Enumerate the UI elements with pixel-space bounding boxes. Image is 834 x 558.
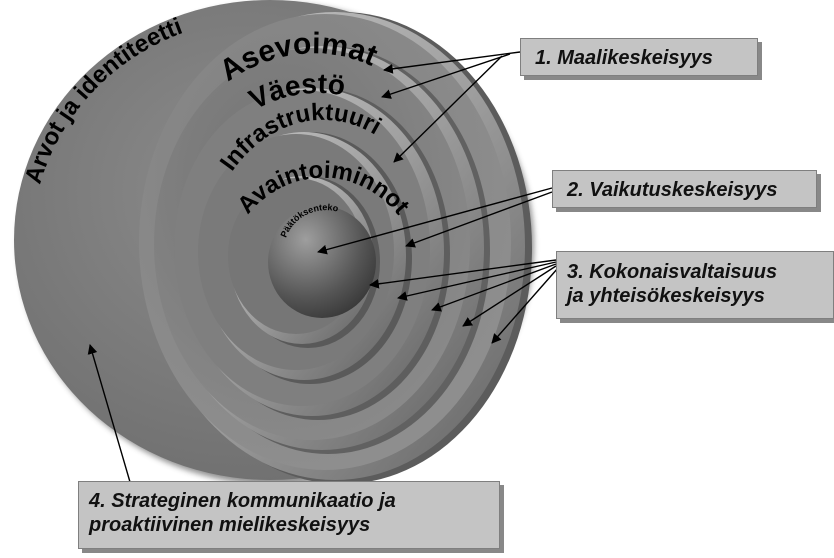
callout-1-line-1: 1. Maalikeskeisyys (535, 47, 713, 69)
callout-3-line-2: ja yhteisökeskeisyys (567, 285, 765, 307)
arrow-1b (381, 53, 511, 99)
arrow-2a (317, 187, 553, 255)
arrow-3a (369, 259, 557, 289)
arrow-3e (491, 267, 559, 344)
callout-strateginen-kommunikaatio: 4. Strateginen kommunikaatio ja proaktii… (78, 481, 500, 549)
arrow-2b (405, 191, 553, 248)
arrow-1c (393, 55, 503, 163)
callout-maalikeskeisyys: 1. Maalikeskeisyys (520, 38, 758, 76)
arrow-3c (431, 263, 557, 312)
callout-2-line-1: 2. Vaikutuskeskeisyys (567, 179, 778, 201)
arrow-3d (462, 265, 557, 327)
arrow-3b (397, 261, 557, 301)
callout-3-line-1: 3. Kokonaisvaltaisuus (567, 261, 778, 283)
callout-4-line-2: proaktiivinen mielikeskeisyys (89, 514, 371, 536)
arrow-4 (87, 344, 131, 483)
callout-4-line-1: 4. Strateginen kommunikaatio ja (89, 490, 396, 512)
callout-vaikutuskeskeisyys: 2. Vaikutuskeskeisyys (552, 170, 817, 208)
callout-kokonaisvaltaisuus: 3. Kokonaisvaltaisuus ja yhteisökeskeisy… (556, 251, 834, 319)
callout-arrows (87, 51, 559, 483)
arrow-1a (383, 51, 521, 74)
